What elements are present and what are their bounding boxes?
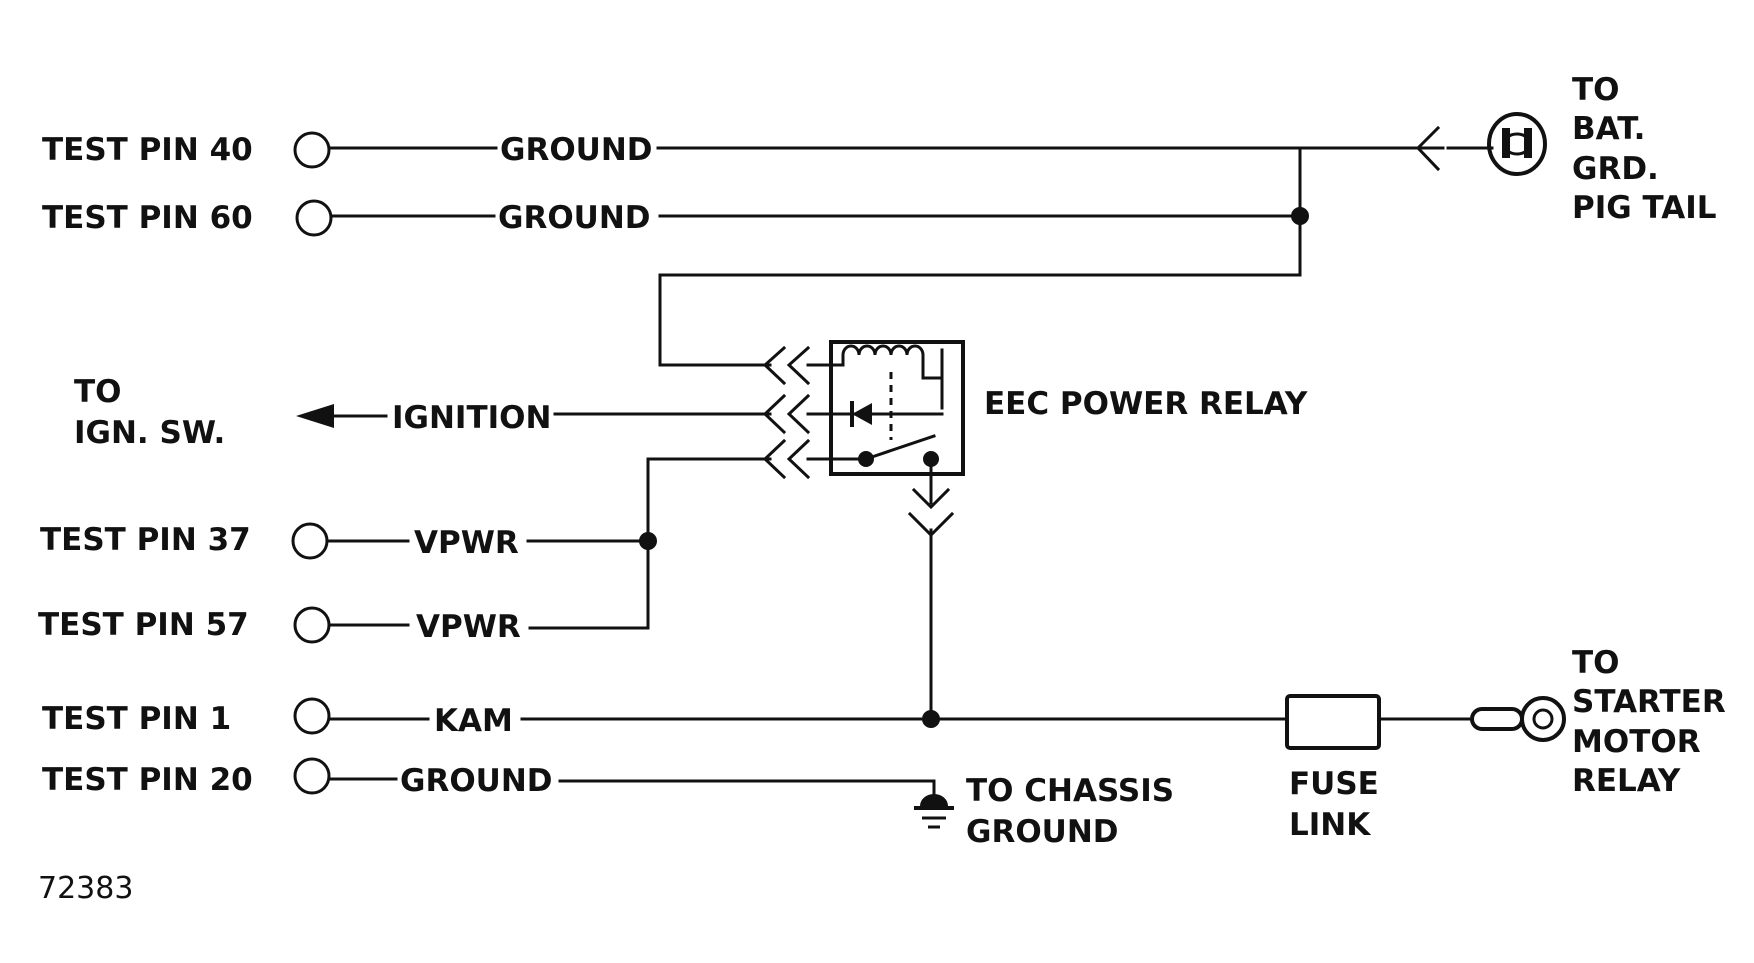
junction-dot bbox=[922, 710, 940, 728]
wire-pin20-b bbox=[558, 779, 936, 800]
pin-label-20: TEST PIN 20 bbox=[42, 762, 253, 798]
pin-terminal-icon bbox=[293, 131, 331, 169]
pin-label-60: TEST PIN 60 bbox=[42, 200, 253, 236]
junction-dot bbox=[1291, 207, 1309, 225]
ring-terminal-icon bbox=[1470, 696, 1566, 742]
wire-label-ground-40: GROUND bbox=[500, 132, 653, 168]
wire-label-ignition: IGNITION bbox=[392, 400, 551, 436]
wire-label-ground-60: GROUND bbox=[498, 200, 651, 236]
relay-label: EEC POWER RELAY bbox=[984, 386, 1308, 422]
pin-label-57: TEST PIN 57 bbox=[38, 607, 249, 643]
connector-chevron-icon bbox=[762, 393, 840, 435]
dest-starter-line1: TO bbox=[1572, 645, 1620, 681]
connector-chevron-icon bbox=[762, 438, 840, 480]
pin-label-40: TEST PIN 40 bbox=[42, 132, 253, 168]
eec-power-relay bbox=[829, 340, 965, 476]
pin-terminal-icon bbox=[293, 757, 331, 795]
wire-label-vpwr-57: VPWR bbox=[416, 609, 521, 645]
chassis-ground-icon bbox=[914, 794, 954, 829]
dest-starter-line3: MOTOR bbox=[1572, 724, 1701, 760]
dest-starter-line4: RELAY bbox=[1572, 763, 1681, 799]
wire-label-ground-20: GROUND bbox=[400, 763, 553, 799]
connector-chevron-icon bbox=[1415, 125, 1441, 172]
dest-chassis-line2: GROUND bbox=[966, 814, 1119, 850]
dest-bat-line1: TO bbox=[1572, 72, 1620, 108]
fuse-label-line2: LINK bbox=[1289, 807, 1371, 843]
junction-dot bbox=[639, 532, 657, 550]
dest-bat-line2: BAT. bbox=[1572, 111, 1645, 147]
arrow-left-icon bbox=[296, 404, 334, 428]
pin-terminal-icon bbox=[291, 522, 329, 560]
fuse-link-box bbox=[1285, 694, 1381, 750]
wire-label-kam: KAM bbox=[434, 703, 513, 739]
dest-starter-line2: STARTER bbox=[1572, 684, 1726, 720]
dest-ign-line1: TO bbox=[74, 374, 122, 410]
relay-switch-icon bbox=[836, 434, 939, 467]
connector-chevron-icon bbox=[907, 457, 955, 538]
dest-bat-line3: GRD. bbox=[1572, 151, 1659, 187]
connector-chevron-icon bbox=[762, 345, 840, 386]
dest-bat-line4: PIG TAIL bbox=[1572, 190, 1717, 226]
diode-icon bbox=[836, 401, 944, 427]
pin-label-37: TEST PIN 37 bbox=[40, 522, 251, 558]
relay-coil-icon bbox=[836, 344, 944, 410]
figure-number: 72383 bbox=[38, 871, 133, 906]
pin-terminal-icon bbox=[295, 199, 333, 237]
dest-ign-line2: IGN. SW. bbox=[74, 415, 225, 451]
pin-terminal-icon bbox=[293, 606, 331, 644]
dest-chassis-line1: TO CHASSIS bbox=[966, 773, 1174, 809]
wire-ground-to-relay bbox=[658, 273, 1302, 367]
wire-vpwr-to-relay bbox=[646, 457, 772, 630]
wire-label-vpwr-37: VPWR bbox=[414, 525, 519, 561]
fuse-label-line1: FUSE bbox=[1289, 766, 1379, 802]
bat-ground-pigtail-icon bbox=[1487, 112, 1547, 176]
pin-terminal-icon bbox=[293, 697, 331, 735]
pin-label-1: TEST PIN 1 bbox=[42, 701, 231, 737]
